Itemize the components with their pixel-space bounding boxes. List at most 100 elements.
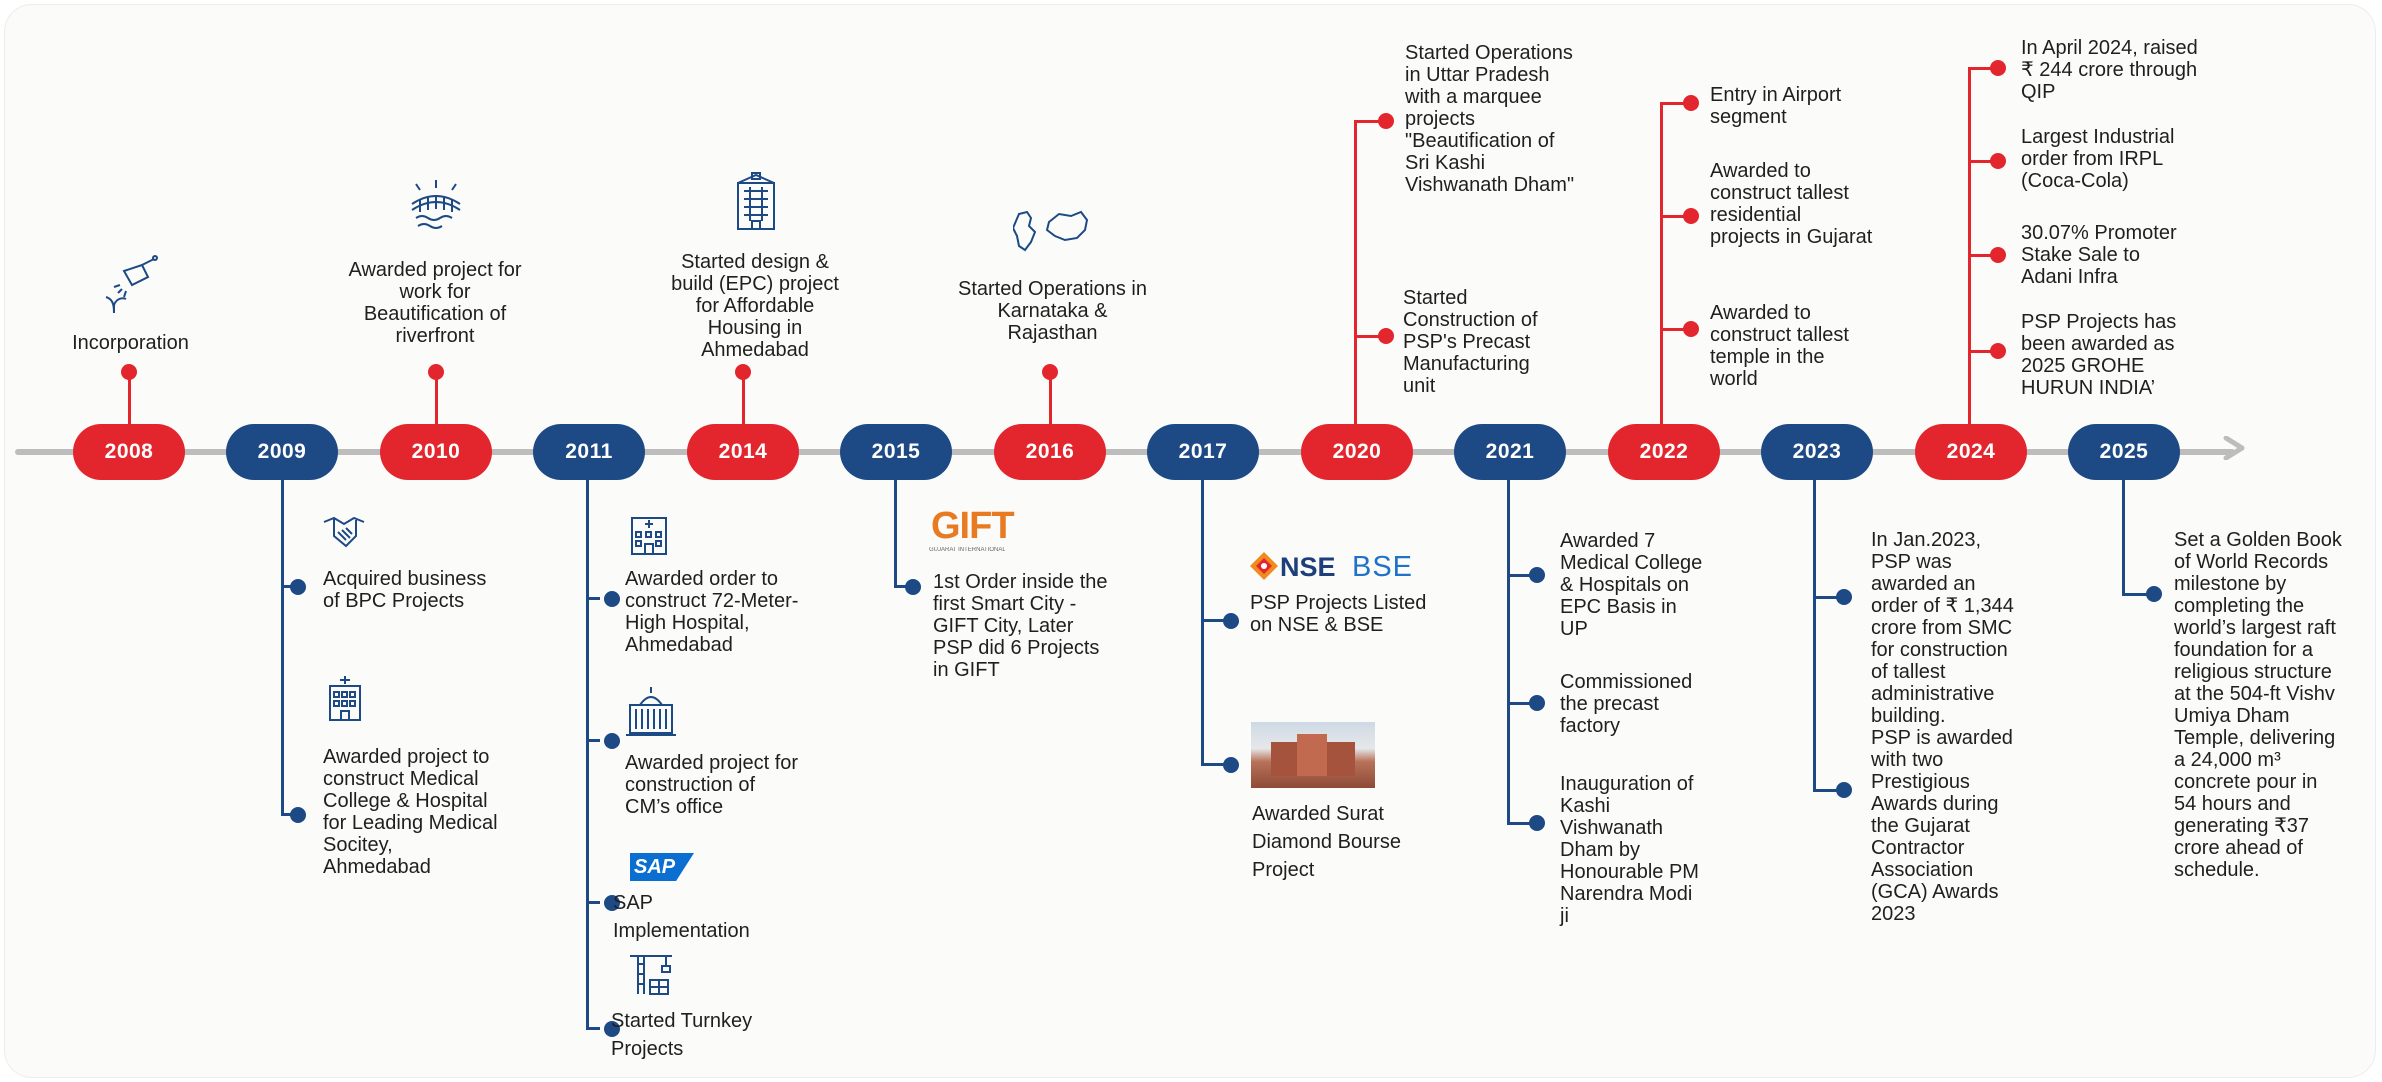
branch	[2122, 593, 2150, 596]
event-2009-2: Awarded project to construct Medical Col…	[323, 746, 498, 878]
event-2024-1: In April 2024, raised ₹ 244 crore throug…	[2021, 37, 2198, 103]
surat-diamond-bourse-image	[1251, 722, 1375, 788]
gift-city-logo: GIFT GUJARAT INTERNATIONAL FINANCE TEC-C…	[929, 505, 1015, 559]
year-pill-2023: 2023	[1761, 424, 1873, 480]
connector-2014	[742, 372, 745, 424]
milestone-dot	[121, 364, 137, 380]
bse-logo: BSE	[1352, 551, 1414, 583]
milestone-dot	[2146, 586, 2162, 602]
milestone-dot	[1223, 757, 1239, 773]
event-2011-4: Started Turnkey Projects	[611, 1010, 753, 1060]
event-2021-1: Awarded 7 Medical College & Hospitals on…	[1560, 530, 1703, 640]
milestone-dot	[1683, 208, 1699, 224]
event-2023-2: PSP is awarded with two Prestigious Awar…	[1871, 727, 2013, 925]
milestone-dot	[1683, 95, 1699, 111]
branch	[586, 739, 600, 742]
year-pill-2014: 2014	[687, 424, 799, 480]
event-2010: Awarded project for work for Beautificat…	[348, 259, 522, 347]
milestone-dot	[604, 1021, 620, 1037]
branch	[1660, 328, 1688, 331]
watering-can-icon	[105, 255, 158, 314]
milestone-dot	[604, 733, 620, 749]
event-2011-2: Awarded project for construction of CM’s…	[625, 752, 799, 818]
branch	[1354, 335, 1382, 338]
nse-mark-icon	[1250, 552, 1278, 580]
year-pill-2017: 2017	[1147, 424, 1259, 480]
nse-logo: NSE	[1280, 552, 1336, 582]
connector-2022	[1660, 102, 1663, 424]
milestone-dot	[1683, 321, 1699, 337]
milestone-dot	[1529, 567, 1545, 583]
connector-2011	[586, 480, 589, 1028]
branch	[1507, 574, 1535, 577]
branch	[281, 585, 295, 588]
branch	[1968, 350, 1996, 353]
event-2021-2: Commissioned the precast factory	[1560, 671, 1693, 737]
branch	[281, 813, 295, 816]
connector-2008	[128, 372, 131, 424]
connector-2021	[1507, 480, 1510, 825]
milestone-dot	[1223, 613, 1239, 629]
event-2023-1: In Jan.2023, PSP was awarded an order of…	[1871, 529, 2014, 727]
building-icon	[737, 172, 775, 230]
event-2025: Set a Golden Book of World Records miles…	[2174, 529, 2342, 881]
event-2022-2: Awarded to construct tallest residential…	[1710, 160, 1873, 248]
branch	[586, 901, 600, 904]
sap-logo: SAP	[630, 853, 694, 881]
hospital-icon	[329, 676, 361, 721]
event-2020-1: Started Operations in Uttar Pradesh with…	[1405, 42, 1575, 196]
milestone-dot	[1042, 364, 1058, 380]
branch	[586, 1027, 600, 1030]
connector-2009	[281, 480, 284, 816]
connector-2023	[1813, 480, 1816, 792]
branch	[1660, 102, 1688, 105]
branch	[1201, 763, 1229, 766]
event-2008: Incorporation	[72, 332, 189, 354]
year-pill-2024: 2024	[1915, 424, 2027, 480]
connector-2015	[894, 480, 897, 588]
axis-arrow-icon	[2223, 436, 2245, 460]
branch	[1354, 120, 1382, 123]
milestone-dot	[1990, 247, 2006, 263]
map-icon	[1013, 210, 1089, 252]
branch	[1813, 789, 1841, 792]
connector-2017	[1201, 480, 1204, 765]
milestone-dot	[1836, 589, 1852, 605]
connector-2025	[2122, 480, 2125, 595]
crane-icon	[630, 955, 672, 995]
event-2017-1: PSP Projects Listed on NSE & BSE	[1250, 592, 1427, 636]
milestone-dot	[1836, 782, 1852, 798]
milestone-dot	[1529, 695, 1545, 711]
event-2009-1: Acquired business of BPC Projects	[323, 568, 487, 612]
bridge-icon	[411, 180, 461, 229]
branch	[1507, 702, 1535, 705]
timeline-frame	[4, 4, 2376, 1078]
branch	[1968, 160, 1996, 163]
year-pill-2016: 2016	[994, 424, 1106, 480]
year-pill-2025: 2025	[2068, 424, 2180, 480]
year-pill-2020: 2020	[1301, 424, 1413, 480]
event-2015: 1st Order inside the first Smart City - …	[933, 571, 1108, 681]
branch	[1813, 596, 1841, 599]
connector-2020	[1354, 120, 1357, 424]
government-building-icon	[626, 687, 676, 736]
event-2016: Started Operations in Karnataka & Rajast…	[958, 278, 1147, 344]
event-2017-2: Awarded Surat Diamond Bourse Project	[1252, 803, 1401, 881]
event-2024-2: Largest Industrial order from IRPL (Coca…	[2021, 126, 2175, 192]
milestone-dot	[1990, 60, 2006, 76]
milestone-dot	[1378, 328, 1394, 344]
branch	[1201, 619, 1229, 622]
milestone-dot	[604, 895, 620, 911]
connector-2016	[1049, 372, 1052, 424]
milestone-dot	[604, 591, 620, 607]
milestone-dot	[1378, 113, 1394, 129]
event-2011-3: SAP Implementation	[613, 892, 750, 942]
connector-2024	[1968, 67, 1971, 424]
event-2011-1: Awarded order to construct 72-Meter-High…	[625, 568, 799, 656]
milestone-dot	[1990, 343, 2006, 359]
branch	[1968, 254, 1996, 257]
year-pill-2022: 2022	[1608, 424, 1720, 480]
milestone-dot	[428, 364, 444, 380]
event-2022-3: Awarded to construct tallest temple in t…	[1710, 302, 1849, 390]
event-2024-4: PSP Projects has been awarded as 2025 GR…	[2021, 311, 2177, 399]
